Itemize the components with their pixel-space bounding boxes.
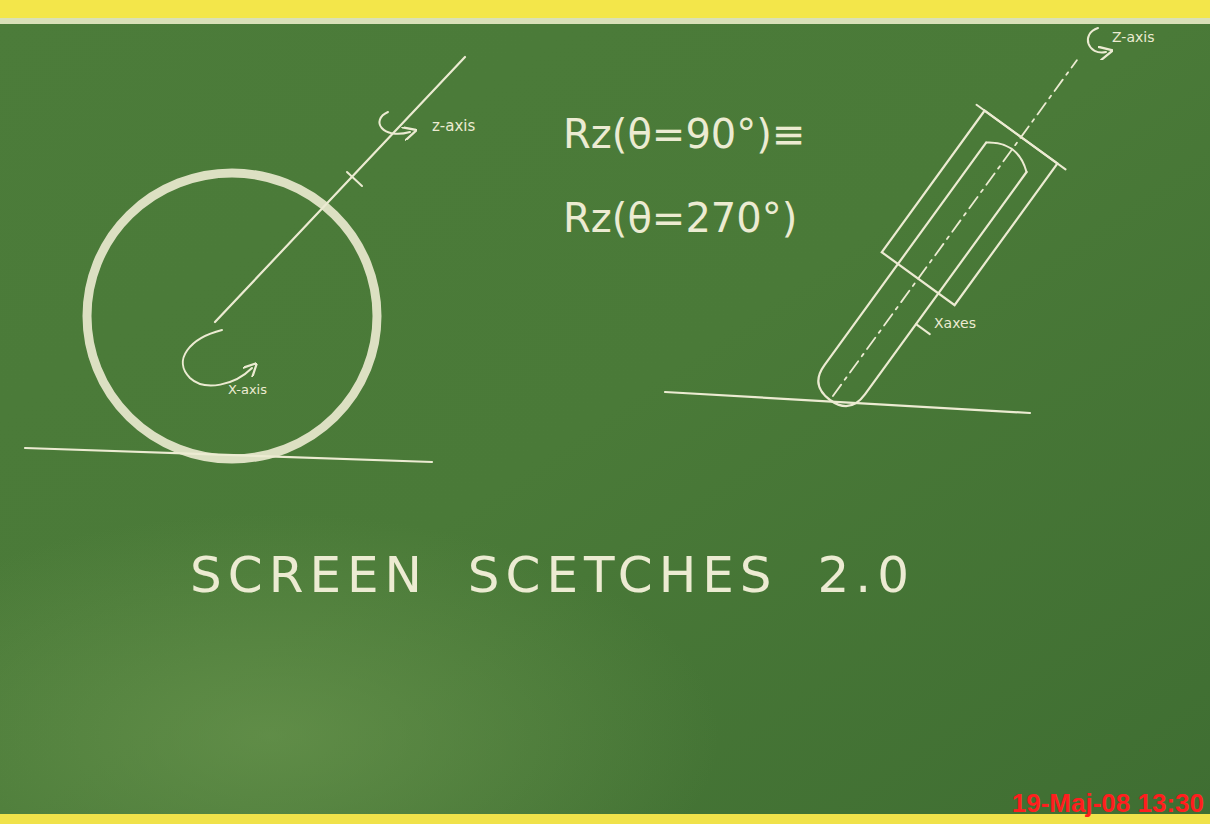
axis-label: Xaxes [934, 316, 976, 331]
top-frame-edge [0, 18, 1210, 24]
formula-text: Rz(θ=270°) [563, 196, 797, 240]
z-axis-line [833, 60, 1077, 396]
ground-line [665, 392, 1030, 413]
wheel-circle [87, 173, 377, 459]
formula-text: Rz(θ=90°)≡ [563, 112, 805, 156]
z-axis-line [215, 57, 465, 322]
rotation-arrow [379, 112, 410, 134]
axis-label: Z-axis [1112, 30, 1154, 45]
board-title: SCREEN SCETCHES 2.0 [190, 548, 915, 603]
rotation-arrow [183, 330, 252, 385]
axis-tick [347, 172, 362, 186]
rotation-arrow [1088, 28, 1106, 52]
axis-tick [977, 105, 1066, 170]
axis-label: z-axis [432, 118, 475, 135]
axis-label: X-axis [228, 383, 267, 397]
leader-line [916, 324, 930, 334]
wheel-sketch [25, 57, 465, 462]
timestamp: 19-Maj-08 13:30 [1012, 790, 1204, 816]
